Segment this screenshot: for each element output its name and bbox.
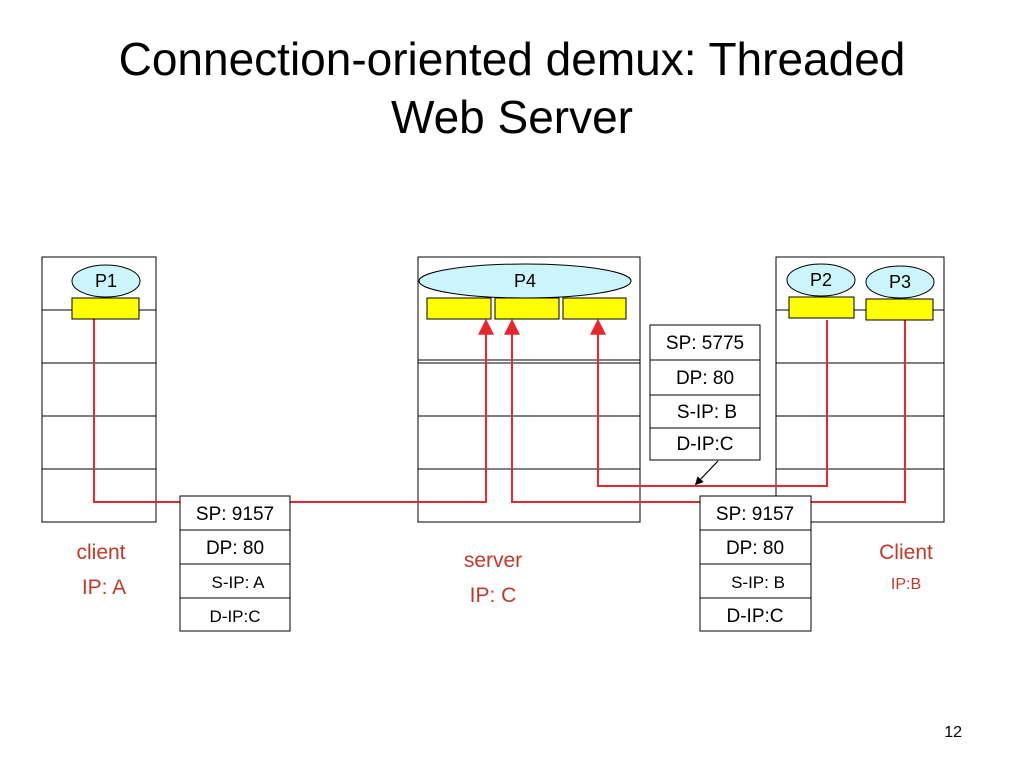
seg-b2-sip: S-IP: B <box>677 402 737 423</box>
segment-from-a: SP: 9157 DP: 80 S-IP: A D-IP:C <box>179 495 291 632</box>
segment-from-b-p3: SP: 9157 DP: 80 S-IP: B D-IP:C <box>699 495 812 632</box>
server-ip: IP: C <box>470 584 517 607</box>
seg-b2-sp: SP: 5775 <box>666 333 744 354</box>
socket-p3 <box>865 298 934 321</box>
seg-b3-dp: DP: 80 <box>726 538 784 559</box>
client-b-name: Client <box>879 541 933 564</box>
seg-b3-dip: D-IP:C <box>727 606 784 627</box>
host-server <box>417 256 641 523</box>
title-line-2: Web Server <box>390 91 634 143</box>
socket-p4-a <box>426 297 492 320</box>
socket-p4-b <box>494 297 560 320</box>
process-p2-label: P2 <box>810 270 832 290</box>
client-a-name: client <box>76 541 125 564</box>
sockets <box>71 296 934 321</box>
flow-lines <box>93 310 906 503</box>
server-name: server <box>464 549 522 572</box>
seg-b3-sp: SP: 9157 <box>716 504 794 525</box>
slide-title: Connection-oriented demux: Threaded Web … <box>0 30 1024 146</box>
title-line-1: Connection-oriented demux: Threaded <box>118 33 906 85</box>
seg-b2-dp: DP: 80 <box>676 368 734 389</box>
segment-pointer <box>694 460 719 486</box>
seg-a-dip: D-IP:C <box>210 607 261 626</box>
segment-from-b-p2: SP: 5775 DP: 80 S-IP: B D-IP:C <box>649 324 761 461</box>
flow-client-a <box>93 310 494 503</box>
process-p4-label: P4 <box>514 271 536 291</box>
host-client-a <box>41 256 157 523</box>
seg-b3-sip: S-IP: B <box>731 573 785 592</box>
seg-b2-dip: D-IP:C <box>677 434 734 455</box>
socket-p4-c <box>562 297 627 320</box>
processes <box>71 263 935 299</box>
seg-a-dp: DP: 80 <box>206 538 264 559</box>
process-p2 <box>786 263 856 297</box>
seg-a-sp: SP: 9157 <box>196 504 274 525</box>
process-p3 <box>865 265 935 299</box>
process-p4 <box>418 263 632 299</box>
client-a-ip: IP: A <box>82 576 126 599</box>
page-number: 12 <box>944 724 962 741</box>
socket-p2 <box>788 296 855 319</box>
process-p1 <box>71 264 141 298</box>
client-b-ip: IP:B <box>891 576 921 593</box>
process-p1-label: P1 <box>95 271 117 291</box>
process-p3-label: P3 <box>889 272 911 292</box>
flow-client-b-p2 <box>590 318 828 487</box>
seg-a-sip: S-IP: A <box>212 573 266 592</box>
socket-p1 <box>71 297 140 320</box>
